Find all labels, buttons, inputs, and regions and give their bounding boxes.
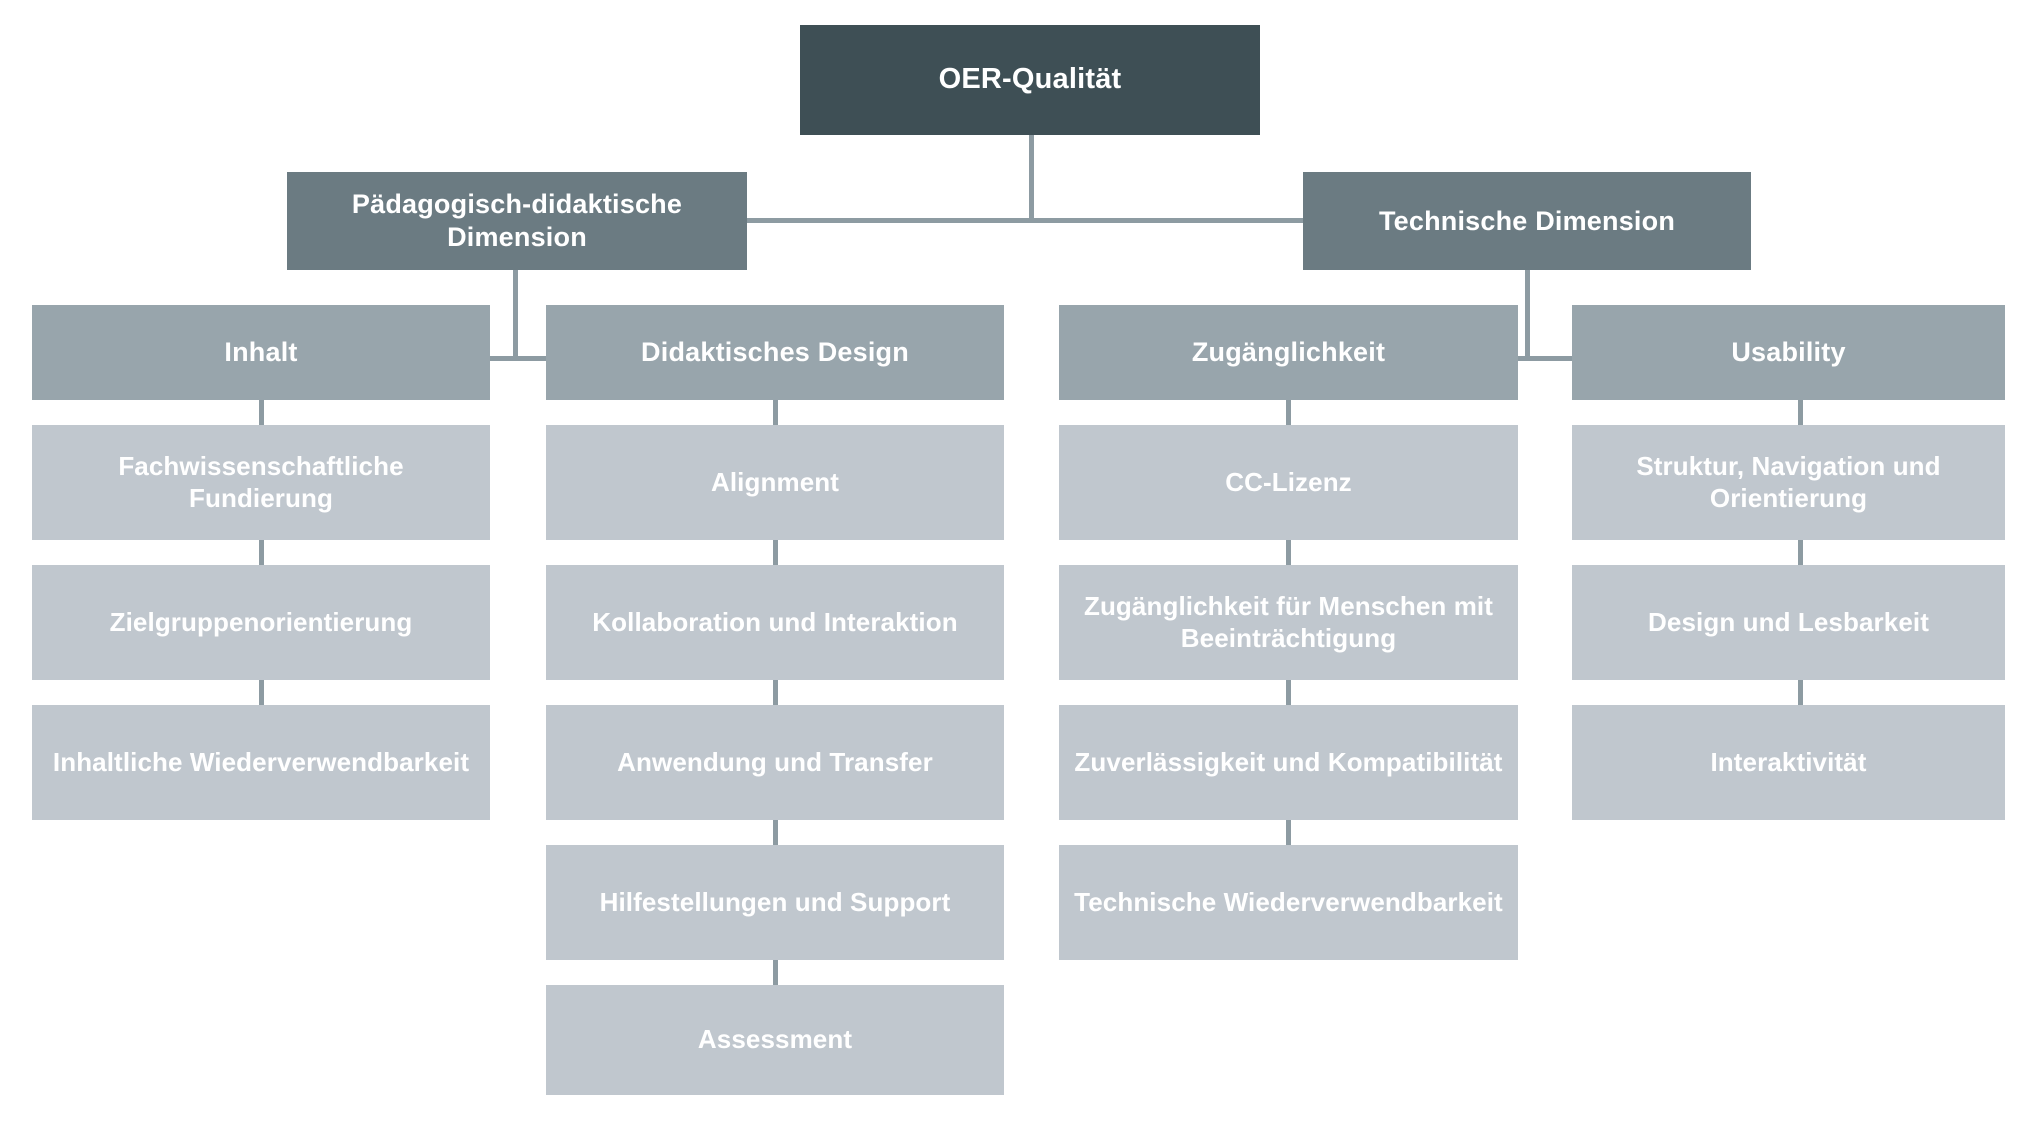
node-assessment[interactable]: Assessment	[546, 985, 1004, 1095]
connector-categories-left-horizontal	[490, 356, 546, 361]
node-zugaenglichkeit[interactable]: Zugänglichkeit	[1059, 305, 1518, 400]
node-didaktisches-design[interactable]: Didaktisches Design	[546, 305, 1004, 400]
node-usability[interactable]: Usability	[1572, 305, 2005, 400]
connector-dimension-left-vertical	[513, 270, 518, 360]
node-inhalt[interactable]: Inhalt	[32, 305, 490, 400]
connector-didaktisches-design-2	[773, 540, 778, 565]
connector-inhalt-1	[259, 400, 264, 425]
node-struktur-navigation-und-orientierung[interactable]: Struktur, Navigation und Orientierung	[1572, 425, 2005, 540]
node-fachwissenschaftliche-fundierung[interactable]: Fachwissenschaftliche Fundierung	[32, 425, 490, 540]
connector-inhalt-2	[259, 540, 264, 565]
connector-usability-2	[1798, 540, 1803, 565]
connector-usability-3	[1798, 680, 1803, 705]
connector-usability-1	[1798, 400, 1803, 425]
connector-dimensions-horizontal	[747, 218, 1303, 223]
connector-inhalt-3	[259, 680, 264, 705]
connector-didaktisches-design-4	[773, 820, 778, 845]
connector-didaktisches-design-1	[773, 400, 778, 425]
node-alignment[interactable]: Alignment	[546, 425, 1004, 540]
node-design-und-lesbarkeit[interactable]: Design und Lesbarkeit	[1572, 565, 2005, 680]
node-paedagogisch-didaktische-dimension[interactable]: Pädagogisch-didaktische Dimension	[287, 172, 747, 270]
connector-root-vertical	[1029, 135, 1034, 220]
connector-zugaenglichkeit-4	[1286, 820, 1291, 845]
node-interaktivitaet[interactable]: Interaktivität	[1572, 705, 2005, 820]
connector-zugaenglichkeit-1	[1286, 400, 1291, 425]
node-inhaltliche-wiederverwendbarkeit[interactable]: Inhaltliche Wiederverwendbarkeit	[32, 705, 490, 820]
connector-didaktisches-design-3	[773, 680, 778, 705]
node-technische-dimension[interactable]: Technische Dimension	[1303, 172, 1751, 270]
node-zuverlaessigkeit-und-kompatibilitaet[interactable]: Zuverlässigkeit und Kompatibilität	[1059, 705, 1518, 820]
connector-didaktisches-design-5	[773, 960, 778, 985]
node-zugaenglichkeit-fuer-menschen-mit-beeintraechtigung[interactable]: Zugänglichkeit für Menschen mit Beeinträ…	[1059, 565, 1518, 680]
node-technische-wiederverwendbarkeit[interactable]: Technische Wiederverwendbarkeit	[1059, 845, 1518, 960]
node-anwendung-und-transfer[interactable]: Anwendung und Transfer	[546, 705, 1004, 820]
connector-dimension-right-vertical	[1525, 270, 1530, 360]
node-kollaboration-und-interaktion[interactable]: Kollaboration und Interaktion	[546, 565, 1004, 680]
node-oer-qualitaet[interactable]: OER-Qualität	[800, 25, 1260, 135]
node-hilfestellungen-und-support[interactable]: Hilfestellungen und Support	[546, 845, 1004, 960]
node-cc-lizenz[interactable]: CC-Lizenz	[1059, 425, 1518, 540]
node-zielgruppenorientierung[interactable]: Zielgruppenorientierung	[32, 565, 490, 680]
connector-categories-right-horizontal	[1518, 356, 1572, 361]
connector-zugaenglichkeit-2	[1286, 540, 1291, 565]
connector-zugaenglichkeit-3	[1286, 680, 1291, 705]
